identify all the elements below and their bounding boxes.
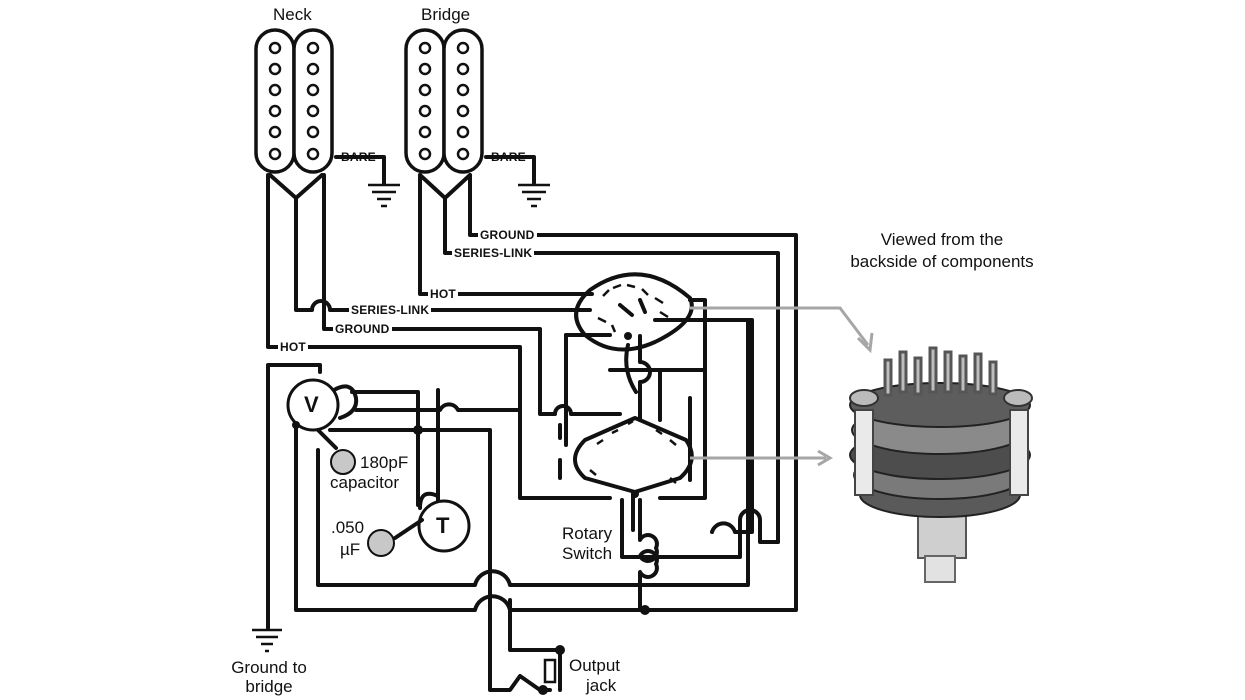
ground-label-neck: GROUND: [333, 322, 392, 336]
ground-symbol-neck: [334, 155, 400, 208]
series-link-label-neck: SERIES-LINK: [349, 303, 432, 317]
bare-label-neck: BARE: [341, 150, 376, 164]
hot-label-bridge: HOT: [428, 287, 458, 301]
output-jack-label-1: Output: [569, 656, 621, 675]
capacitor-050-label-1: .050: [331, 518, 365, 537]
neck-pole-pieces: [268, 41, 320, 161]
output-jack-label-2: jack: [586, 676, 617, 695]
rotary-switch-label-2: Switch: [562, 544, 613, 563]
capacitor-180pf-label-1: 180pF: [360, 453, 409, 472]
volume-pot: [286, 378, 359, 450]
neck-label: Neck: [273, 5, 312, 24]
ground-symbol-to-bridge: [252, 628, 282, 653]
capacitor-180pf-label-2: capacitor: [330, 473, 399, 492]
bridge-pickup-leads: [418, 173, 798, 612]
volume-pot-label: V: [304, 392, 319, 417]
capacitor-050uf: [367, 529, 395, 557]
capacitor-180pf: [330, 449, 356, 475]
hot-label-neck: HOT: [278, 340, 308, 354]
rotary-switch-label-1: Rotary: [562, 524, 613, 543]
ground-symbol-bridge: [484, 155, 550, 208]
ground-to-bridge-label-1: Ground to: [231, 658, 307, 677]
neck-pickup-leads: [266, 173, 622, 500]
viewed-from-label-1: Viewed from the: [880, 230, 1004, 249]
bridge-pickup: [404, 28, 484, 174]
bridge-pole-pieces: [418, 41, 470, 161]
neck-pickup: [254, 28, 334, 174]
rotary-switch-upper-wafer: [574, 272, 694, 352]
capacitor-050-label-2: µF: [340, 540, 361, 559]
tone-pot: [393, 491, 471, 553]
control-wiring: [266, 318, 750, 695]
bridge-label: Bridge: [421, 5, 471, 24]
ground-to-bridge-label-2: bridge: [245, 677, 293, 696]
rotary-switch-lower-wafer: [573, 416, 694, 532]
bare-label-bridge: BARE: [491, 150, 526, 164]
ground-label-bridge: GROUND: [478, 228, 537, 242]
rotary-switch-photo: [849, 346, 1033, 583]
series-link-label-bridge: SERIES-LINK: [452, 246, 535, 260]
tone-pot-label: T: [436, 513, 450, 538]
pointer-arrows: [690, 306, 874, 467]
viewed-from-label-2: backside of components: [850, 252, 1034, 271]
